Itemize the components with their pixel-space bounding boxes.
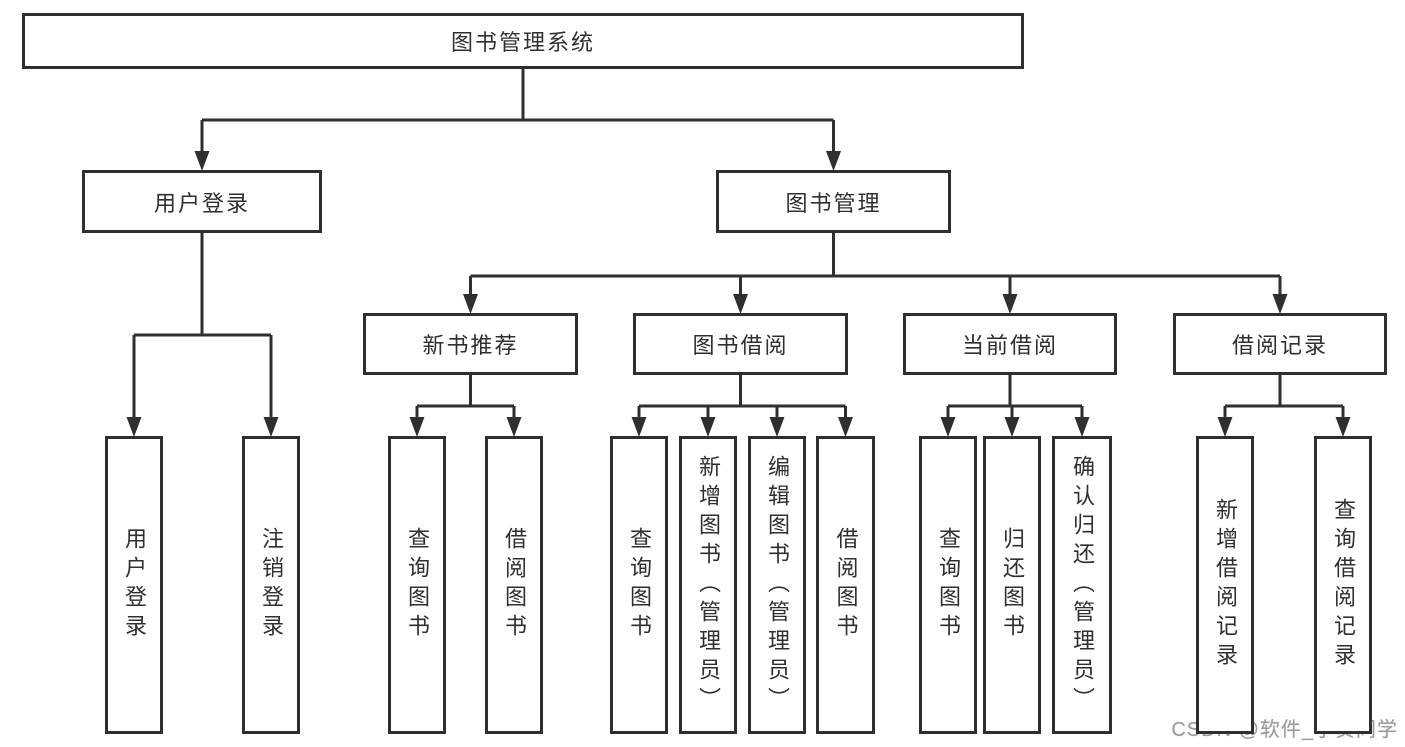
arrowhead-icon (1335, 417, 1351, 437)
arrowhead-icon (506, 417, 522, 437)
node-logout: 注销登录 (242, 436, 300, 734)
arrowhead-icon (126, 417, 142, 437)
connector-current-borrow (940, 373, 1090, 437)
connector-lines (415, 373, 516, 432)
connector-user-login (126, 231, 279, 437)
node-book-mgmt: 图书管理 (716, 170, 951, 233)
connector-new-book-rec (409, 373, 522, 437)
node-cb-confirm-return: 确认归还（管理员） (1052, 436, 1112, 734)
node-bb-query-book: 查询图书 (610, 436, 668, 734)
node-cb-query-book: 查询图书 (919, 436, 977, 734)
arrowhead-icon (463, 294, 478, 314)
node-user-login: 用户登录 (82, 170, 322, 233)
arrowhead-icon (263, 417, 279, 437)
arrowhead-icon (409, 417, 425, 437)
connector-lines (200, 67, 835, 166)
arrowhead-icon (838, 417, 853, 437)
arrowhead-icon (769, 417, 785, 437)
arrowhead-icon (1004, 417, 1020, 437)
arrowhead-icon (194, 151, 210, 171)
arrowhead-icon (1002, 294, 1018, 314)
connector-borrow-records (1217, 373, 1351, 437)
node-br-query-record: 查询借阅记录 (1314, 436, 1372, 734)
node-new-book-rec: 新书推荐 (363, 313, 578, 375)
arrowhead-icon (1272, 294, 1288, 314)
node-bb-borrow-book: 借阅图书 (816, 436, 875, 734)
connector-lines (132, 231, 273, 432)
arrowhead-icon (940, 417, 956, 437)
connector-book-borrow (631, 373, 853, 437)
arrowhead-icon (733, 294, 748, 314)
node-rec-query-book: 查询图书 (388, 436, 446, 734)
arrowhead-icon (631, 417, 647, 437)
arrowhead-icon (1074, 417, 1090, 437)
node-current-borrow: 当前借阅 (903, 313, 1117, 375)
connector-lines (469, 231, 1282, 309)
connector-root (194, 67, 841, 171)
connector-lines (637, 373, 847, 432)
connector-book-mgmt (463, 231, 1288, 314)
arrowhead-icon (826, 151, 841, 171)
arrowhead-icon (1217, 417, 1233, 437)
arrowhead-icon (700, 417, 716, 437)
node-rec-borrow-book: 借阅图书 (485, 436, 543, 734)
node-root: 图书管理系统 (22, 13, 1024, 69)
connector-lines (1223, 373, 1345, 432)
node-bb-add-book: 新增图书（管理员） (679, 436, 737, 734)
node-cb-return-book: 归还图书 (983, 436, 1041, 734)
node-bb-edit-book: 编辑图书（管理员） (748, 436, 806, 734)
node-login: 用户登录 (105, 436, 163, 734)
node-borrow-records: 借阅记录 (1173, 313, 1387, 375)
node-book-borrow: 图书借阅 (633, 313, 848, 375)
node-br-add-record: 新增借阅记录 (1196, 436, 1254, 734)
